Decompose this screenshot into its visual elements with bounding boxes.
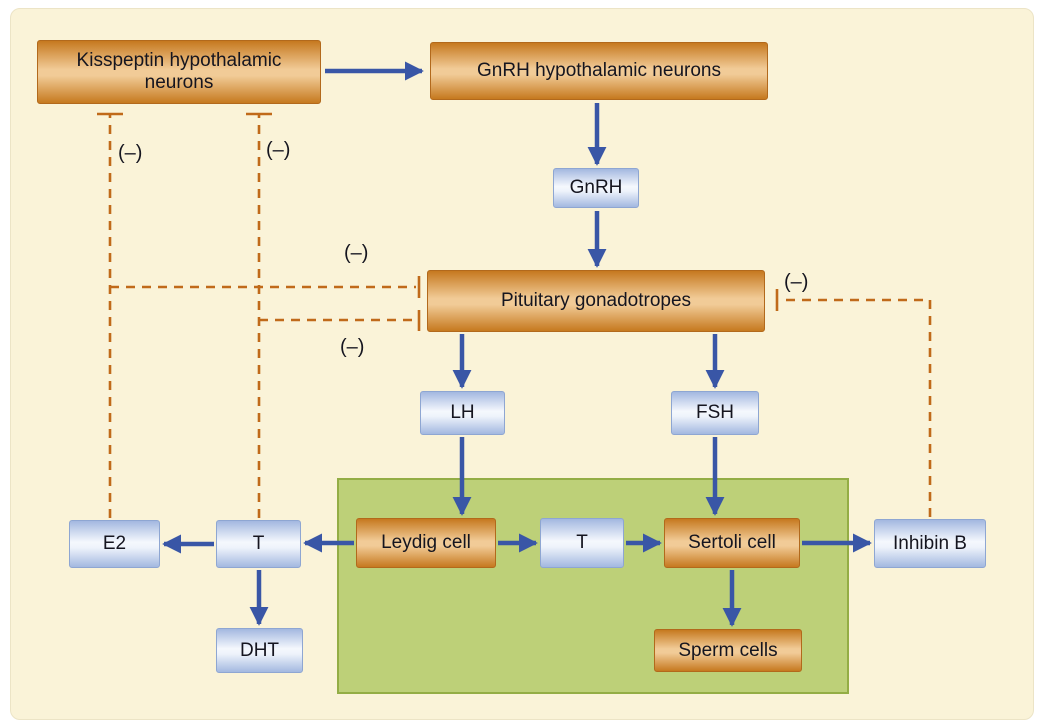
node-e2-label: E2 xyxy=(102,533,127,555)
node-dht-label: DHT xyxy=(239,639,280,661)
negative-sign-t-pituitary: (–) xyxy=(340,336,365,358)
inhibition-inhibin-to-pituitary xyxy=(781,298,932,517)
node-dht: DHT xyxy=(216,628,303,673)
node-e2: E2 xyxy=(69,520,160,568)
negative-sign-t-kisspeptin: (–) xyxy=(266,139,291,161)
node-peripheral-t-label: T xyxy=(252,533,265,555)
node-pituitary-label: Pituitary gonadotropes xyxy=(500,290,692,312)
node-gnrh-neurons: GnRH hypothalamic neurons xyxy=(430,42,768,100)
node-sertoli-cell: Sertoli cell xyxy=(664,518,800,568)
stimulatory-arrows xyxy=(162,61,872,627)
node-leydig-label: Leydig cell xyxy=(381,532,471,554)
node-peripheral-t: T xyxy=(216,520,301,568)
node-inhibin-label: Inhibin B xyxy=(893,532,967,554)
node-sertoli-label: Sertoli cell xyxy=(688,532,776,554)
inhibitory-dashed-lines xyxy=(108,115,932,518)
node-gnrh-neurons-label: GnRH hypothalamic neurons xyxy=(477,60,721,82)
node-sperm-label: Sperm cells xyxy=(678,639,778,661)
node-intratesticular-t: T xyxy=(540,518,624,568)
node-intratesticular-t-label: T xyxy=(576,532,588,554)
node-kisspeptin-label: Kisspeptin hypothalamic neurons xyxy=(76,50,282,93)
node-sperm-cells: Sperm cells xyxy=(654,629,802,672)
node-gnrh: GnRH xyxy=(553,168,639,208)
node-leydig-cell: Leydig cell xyxy=(356,518,496,568)
negative-sign-inhibin-pituitary: (–) xyxy=(784,271,809,293)
node-gnrh-label: GnRH xyxy=(569,177,623,199)
inhibition-end-bars xyxy=(97,112,779,331)
node-lh-label: LH xyxy=(450,402,475,424)
node-fsh: FSH xyxy=(671,391,759,435)
negative-sign-e2-pituitary: (–) xyxy=(344,242,369,264)
node-pituitary-gonadotropes: Pituitary gonadotropes xyxy=(427,270,765,332)
node-lh: LH xyxy=(420,391,505,435)
node-kisspeptin-neurons: Kisspeptin hypothalamic neurons xyxy=(37,40,321,104)
node-fsh-label: FSH xyxy=(696,402,734,424)
negative-sign-e2-kisspeptin: (–) xyxy=(118,142,143,164)
node-inhibin-b: Inhibin B xyxy=(874,519,986,568)
